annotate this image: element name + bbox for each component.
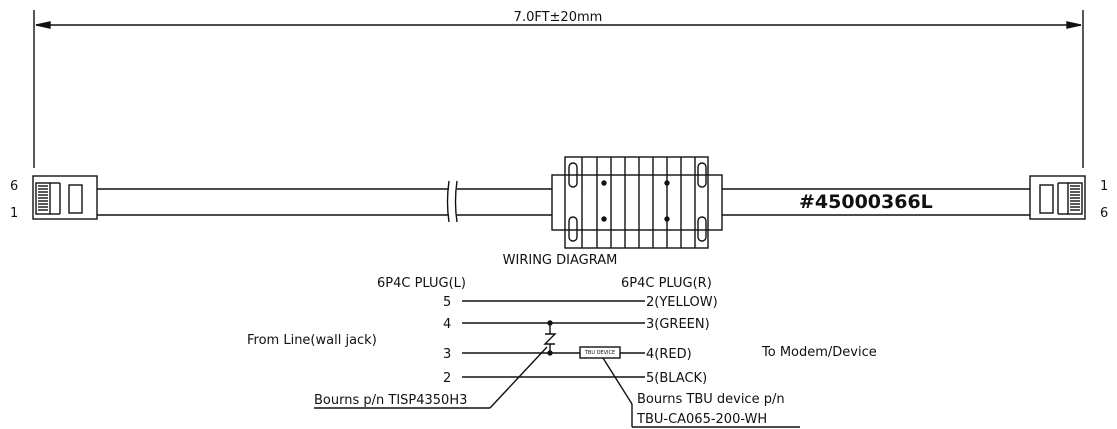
- tbu-leader: [602, 357, 800, 428]
- left-pin-bottom-label: 1: [10, 206, 18, 221]
- right-pin-row-1: 2(YELLOW): [646, 295, 718, 310]
- right-pin-top-label: 1: [1100, 179, 1108, 194]
- break-mark-right: [454, 180, 458, 223]
- tisp-protector-symbol: [543, 320, 557, 356]
- left-pin-row-2: 4: [443, 317, 451, 332]
- right-pin-bottom-label: 6: [1100, 206, 1108, 221]
- wiring-lines: [462, 300, 645, 378]
- left-pin-top-label: 6: [10, 179, 18, 194]
- left-pin-row-3: 3: [443, 347, 451, 362]
- tbu-part-label-line1: Bourns TBU device p/n: [637, 392, 785, 407]
- right-plug-header: 6P4C PLUG(R): [621, 276, 712, 291]
- left-pin-row-1: 5: [443, 295, 451, 310]
- right-pin-row-4: 5(BLACK): [646, 371, 707, 386]
- dimension-label: 7.0FT±20mm: [514, 10, 603, 25]
- to-device-label: To Modem/Device: [761, 345, 877, 360]
- left-pin-row-4: 2: [443, 371, 451, 386]
- right-pin-row-2: 3(GREEN): [646, 317, 710, 332]
- wiring-diagram-title: WIRING DIAGRAM: [503, 253, 618, 268]
- tbu-part-label-line2: TBU-CA065-200-WH: [636, 412, 767, 427]
- break-mark-left: [446, 180, 450, 223]
- tbu-device-box: [579, 346, 621, 359]
- cable-body: [97, 180, 1030, 223]
- tisp-leader: [314, 346, 548, 409]
- left-plug: [32, 175, 98, 220]
- left-plug-header: 6P4C PLUG(L): [377, 276, 466, 291]
- inline-protector-module: [551, 156, 723, 249]
- from-line-label: From Line(wall jack): [247, 333, 377, 348]
- right-pin-row-3: 4(RED): [646, 347, 692, 362]
- tbu-box-label: TBU DEVICE: [584, 350, 615, 356]
- tisp-part-label: Bourns p/n TISP4350H3: [314, 393, 467, 408]
- part-number: #45000366L: [799, 191, 933, 213]
- dimension-line: [33, 10, 1084, 168]
- right-plug: [1029, 175, 1086, 220]
